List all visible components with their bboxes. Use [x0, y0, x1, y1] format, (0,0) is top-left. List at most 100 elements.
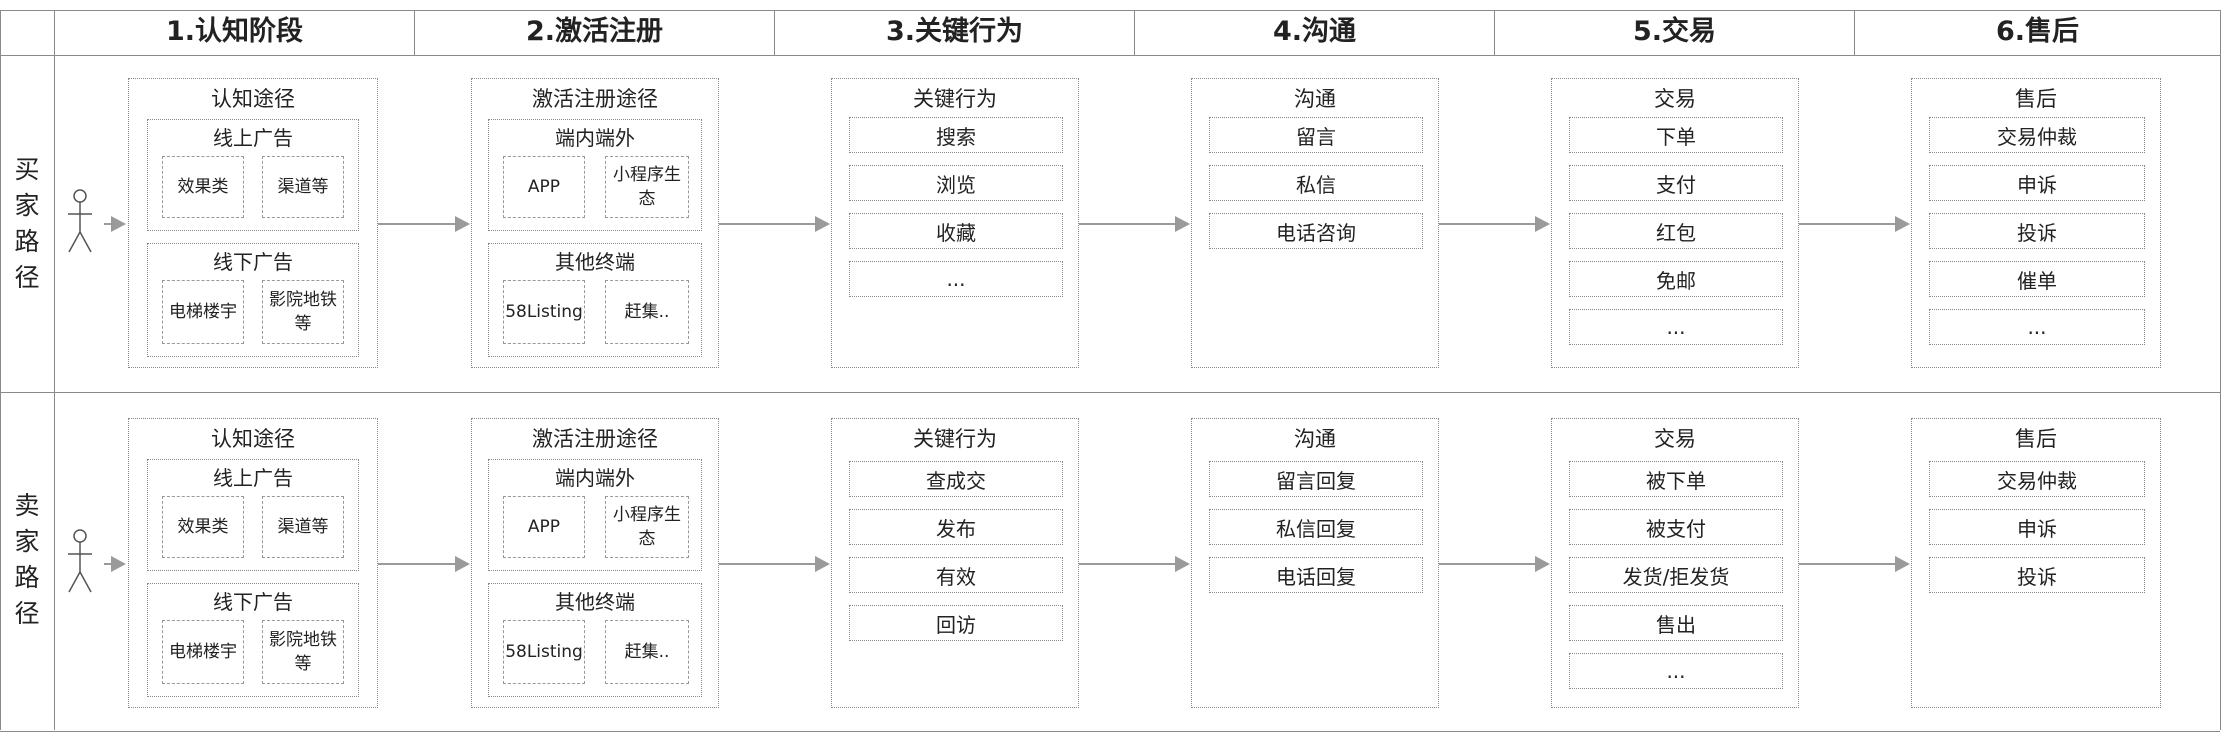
stage-header-key-action: 3.关键行为	[885, 16, 1024, 47]
grid-line	[54, 10, 55, 730]
grid-line	[1494, 10, 1495, 56]
inapp-group: 端内端外 APP 小程序生态	[488, 459, 702, 571]
list-item: 被下单	[1569, 461, 1783, 497]
grid-line	[774, 10, 775, 56]
stage-box-title: 售后	[2015, 427, 2057, 451]
leaf-node: 影院地铁等	[262, 620, 344, 684]
grid-line	[0, 10, 1, 730]
stage-box-title: 售后	[2015, 87, 2057, 111]
leaf-node: 小程序生态	[605, 496, 689, 558]
group-title: 线上广告	[213, 466, 293, 490]
leaf-node: 效果类	[162, 156, 244, 218]
stage-box-title: 关键行为	[913, 427, 997, 451]
flow-arrow	[1439, 554, 1550, 574]
flow-arrow	[1799, 214, 1910, 234]
leaf-node: 效果类	[162, 496, 244, 558]
stage-box-title: 认知途径	[211, 87, 295, 111]
online-ads-group: 线上广告 效果类 渠道等	[147, 119, 359, 231]
buyer-awareness-box: 认知途径 线上广告 效果类 渠道等 线下广告 电梯楼宇 影院地铁等	[128, 78, 378, 368]
leaf-node: 电梯楼宇	[162, 620, 244, 684]
flow-arrow	[1079, 214, 1190, 234]
flow-arrow	[719, 214, 830, 234]
seller-communication-box: 沟通 留言回复 私信回复 电话回复	[1191, 418, 1439, 708]
leaf-node: 渠道等	[262, 496, 344, 558]
seller-key-action-box: 关键行为 查成交 发布 有效 回访	[831, 418, 1079, 708]
list-item: 交易仲裁	[1929, 461, 2145, 497]
stage-box-title: 交易	[1654, 427, 1696, 451]
inapp-group: 端内端外 APP 小程序生态	[488, 119, 702, 231]
seller-awareness-box: 认知途径 线上广告 效果类 渠道等 线下广告 电梯楼宇 影院地铁等	[128, 418, 378, 708]
group-title: 线下广告	[213, 590, 293, 614]
seller-row-label: 卖 家 路 径	[14, 491, 40, 628]
list-item: ...	[1569, 653, 1783, 689]
buyer-key-action-box: 关键行为 搜索 浏览 收藏 ...	[831, 78, 1079, 368]
list-item: 投诉	[1929, 213, 2145, 249]
group-title: 其他终端	[555, 250, 635, 274]
list-item: 支付	[1569, 165, 1783, 201]
grid-line	[2220, 10, 2221, 730]
buyer-communication-box: 沟通 留言 私信 电话咨询	[1191, 78, 1439, 368]
online-ads-group: 线上广告 效果类 渠道等	[147, 459, 359, 571]
list-item: 被支付	[1569, 509, 1783, 545]
flow-arrow	[378, 554, 470, 574]
flow-arrow	[104, 554, 126, 574]
seller-transaction-box: 交易 被下单 被支付 发货/拒发货 售出 ...	[1551, 418, 1799, 708]
flow-arrow	[1799, 554, 1910, 574]
list-item: 下单	[1569, 117, 1783, 153]
offline-ads-group: 线下广告 电梯楼宇 影院地铁等	[147, 243, 359, 357]
stage-box-title: 关键行为	[913, 87, 997, 111]
list-item: 投诉	[1929, 557, 2145, 593]
group-title: 线下广告	[213, 250, 293, 274]
group-title: 端内端外	[555, 126, 635, 150]
stage-box-title: 认知途径	[211, 427, 295, 451]
group-title: 其他终端	[555, 590, 635, 614]
stage-header-awareness: 1.认知阶段	[165, 16, 304, 47]
list-item: ...	[1569, 309, 1783, 345]
flow-arrow	[378, 214, 470, 234]
group-title: 端内端外	[555, 466, 635, 490]
buyer-activation-box: 激活注册途径 端内端外 APP 小程序生态 其他终端 58Listing 赶集.…	[471, 78, 719, 368]
diagram-frame	[0, 10, 2220, 732]
list-item: ...	[1929, 309, 2145, 345]
leaf-node: 赶集..	[605, 620, 689, 684]
other-terminals-group: 其他终端 58Listing 赶集..	[488, 243, 702, 357]
seller-actor-icon	[68, 529, 92, 593]
list-item: 私信	[1209, 165, 1423, 201]
list-item: 发布	[849, 509, 1063, 545]
stage-header-after-sales: 6.售后	[1995, 16, 2080, 47]
list-item: 免邮	[1569, 261, 1783, 297]
stage-header-communication: 4.沟通	[1272, 16, 1357, 47]
leaf-node: 小程序生态	[605, 156, 689, 218]
list-item: 售出	[1569, 605, 1783, 641]
flow-arrow	[719, 554, 830, 574]
list-item: 浏览	[849, 165, 1063, 201]
leaf-node: 58Listing	[503, 620, 585, 684]
list-item: 回访	[849, 605, 1063, 641]
stage-header-activation: 2.激活注册	[525, 16, 664, 47]
other-terminals-group: 其他终端 58Listing 赶集..	[488, 583, 702, 697]
grid-line	[1854, 10, 1855, 56]
list-item: 发货/拒发货	[1569, 557, 1783, 593]
stage-box-title: 激活注册途径	[532, 87, 658, 111]
list-item: 查成交	[849, 461, 1063, 497]
leaf-node: 渠道等	[262, 156, 344, 218]
list-item: 电话咨询	[1209, 213, 1423, 249]
list-item: 搜索	[849, 117, 1063, 153]
grid-line	[0, 392, 2220, 393]
list-item: 收藏	[849, 213, 1063, 249]
buyer-actor-icon	[68, 189, 92, 253]
group-title: 线上广告	[213, 126, 293, 150]
flow-arrow	[1079, 554, 1190, 574]
leaf-node: APP	[503, 156, 585, 218]
leaf-node: 赶集..	[605, 280, 689, 344]
buyer-after-sales-box: 售后 交易仲裁 申诉 投诉 催单 ...	[1911, 78, 2161, 368]
seller-activation-box: 激活注册途径 端内端外 APP 小程序生态 其他终端 58Listing 赶集.…	[471, 418, 719, 708]
list-item: 电话回复	[1209, 557, 1423, 593]
buyer-row-label: 买 家 路 径	[14, 155, 40, 292]
grid-line	[0, 55, 2220, 56]
list-item: 申诉	[1929, 509, 2145, 545]
buyer-transaction-box: 交易 下单 支付 红包 免邮 ...	[1551, 78, 1799, 368]
leaf-node: 影院地铁等	[262, 280, 344, 344]
stage-box-title: 交易	[1654, 87, 1696, 111]
flow-arrow	[104, 214, 126, 234]
